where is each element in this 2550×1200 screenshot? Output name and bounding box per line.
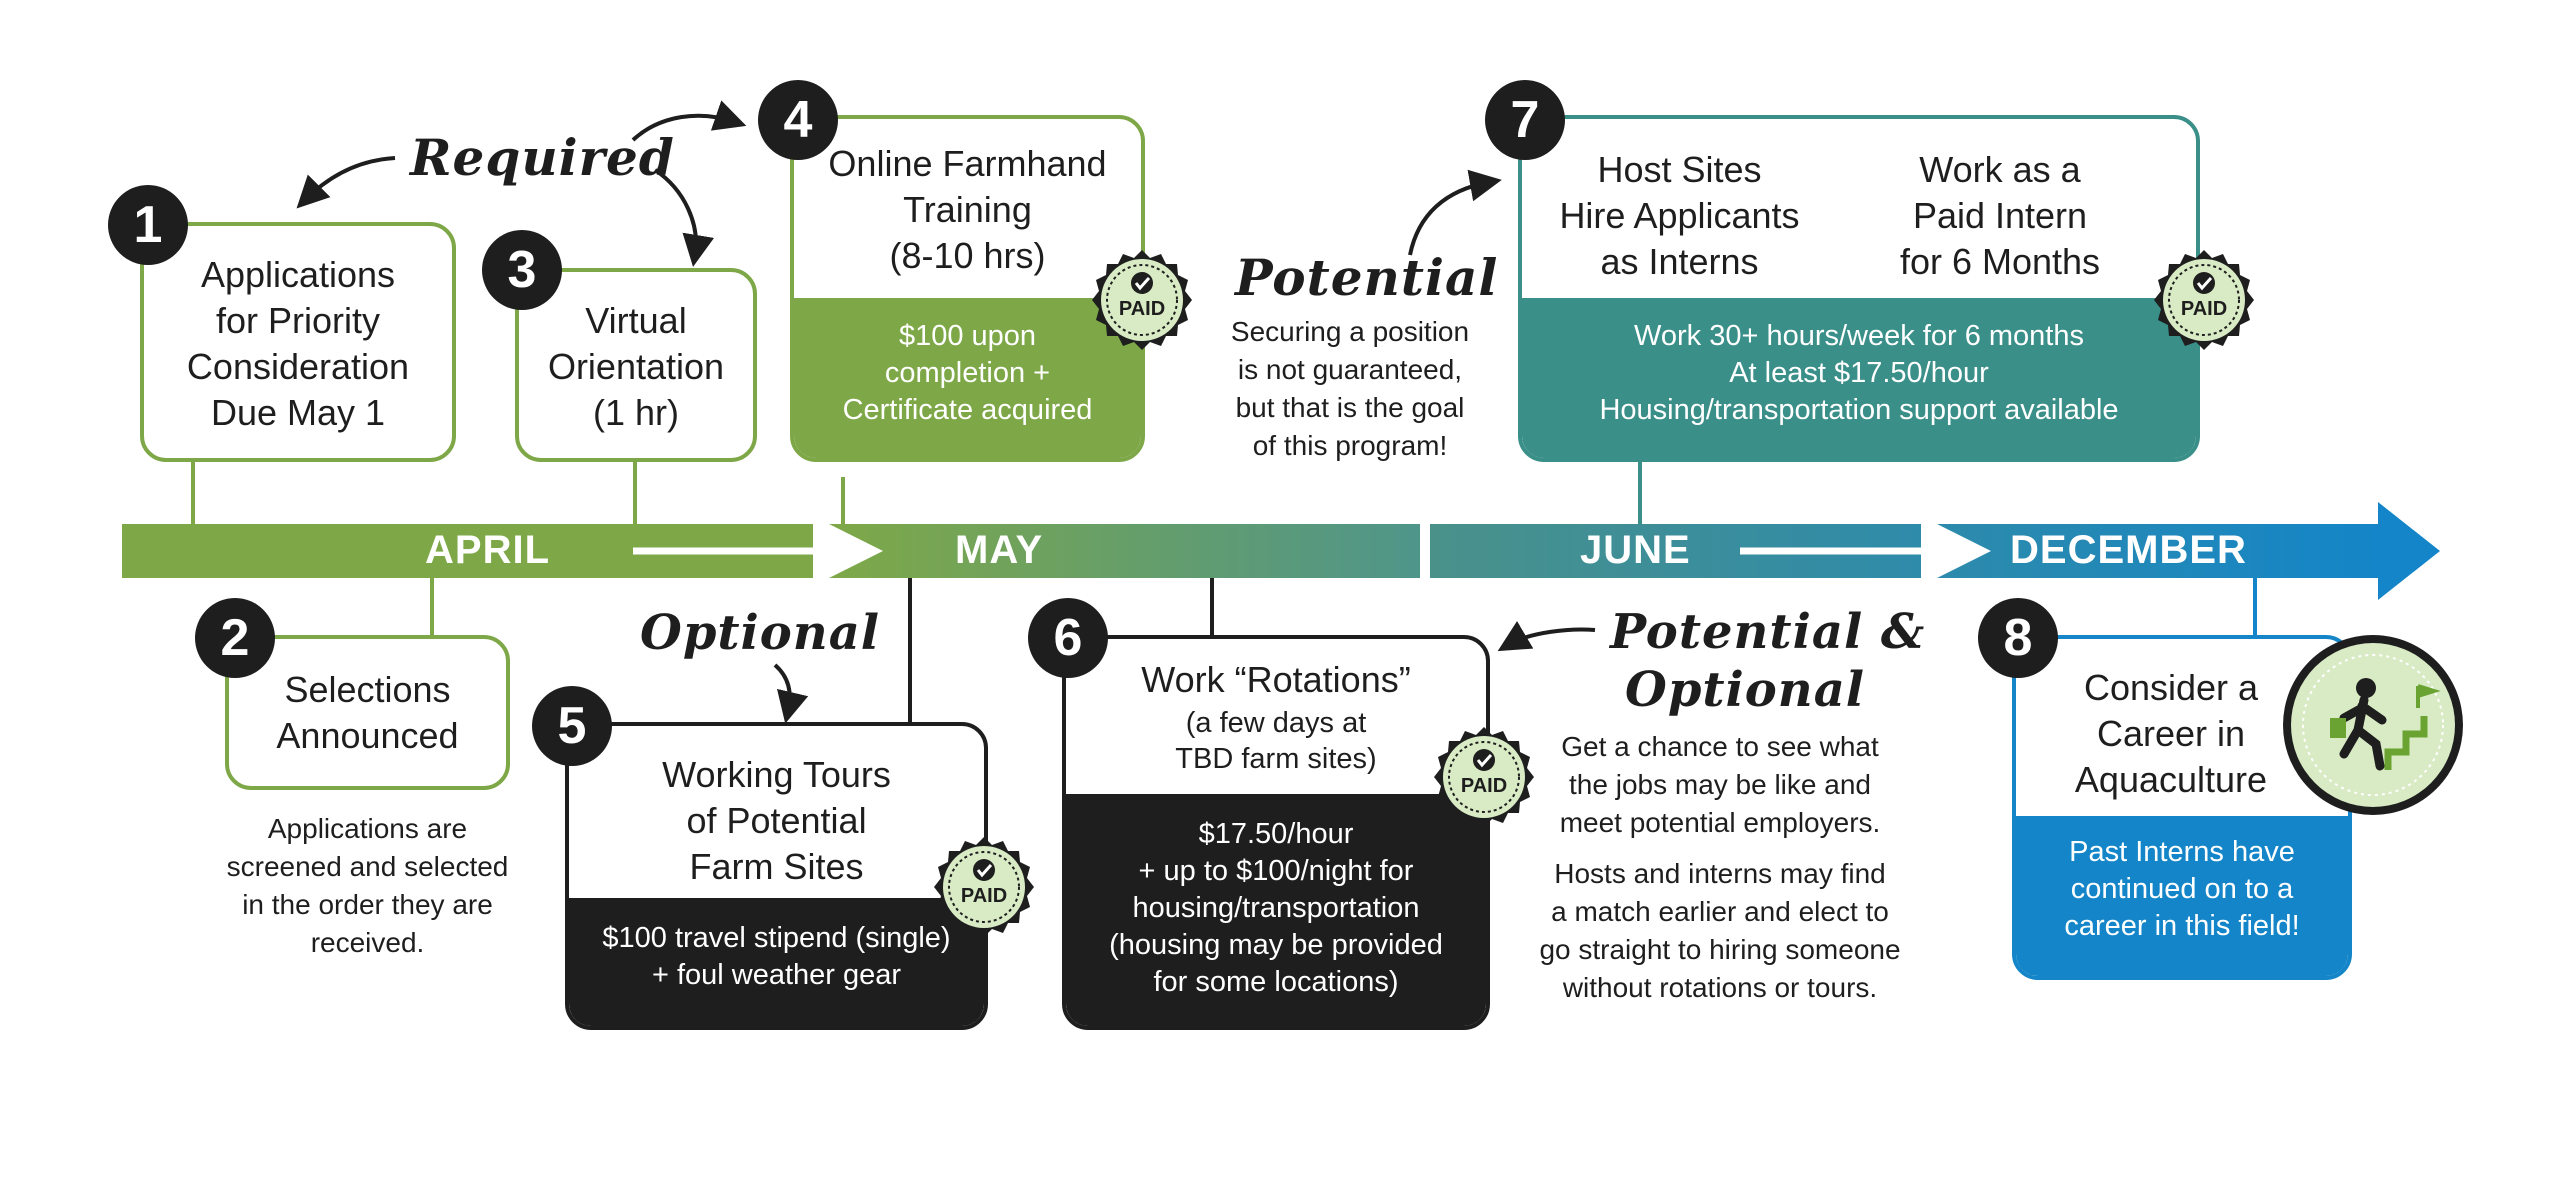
potential-optional-label-1: Potential &	[1610, 604, 1926, 660]
paid-badge-step-5: PAID	[934, 837, 1034, 937]
paid-badge-step-7: PAID	[2154, 250, 2254, 350]
required-label: Required	[410, 128, 675, 187]
step-2-number: 2	[195, 598, 275, 678]
required-arrow-up	[631, 100, 747, 142]
step-4-number: 4	[758, 80, 838, 160]
month-december: DECEMBER	[2010, 528, 2247, 572]
step-5-number: 5	[532, 686, 612, 766]
paid-badge-text: PAID	[961, 885, 1007, 907]
paid-badge-text: PAID	[2181, 298, 2227, 320]
step-3-number: 3	[482, 230, 562, 310]
paid-badge-step-6: PAID	[1434, 727, 1534, 827]
required-arrow-left	[296, 156, 396, 209]
potential-arrow	[1408, 169, 1502, 256]
potential-optional-arrow	[1497, 621, 1596, 652]
month-april: APRIL	[425, 528, 550, 572]
timeline-arrowhead	[2378, 502, 2440, 600]
potential-optional-label-2: Optional	[1625, 662, 1866, 718]
optional-label: Optional	[640, 605, 881, 661]
month-june: JUNE	[1580, 528, 1691, 572]
potential-label: Potential	[1235, 248, 1499, 307]
step-6-title: Work “Rotations”	[1141, 659, 1411, 700]
paid-badge-step-4: PAID	[1092, 250, 1192, 350]
step-1-number: 1	[108, 185, 188, 265]
step-6-number: 6	[1028, 598, 1108, 678]
paid-badge-text: PAID	[1119, 298, 1165, 320]
required-arrow-down	[653, 168, 715, 267]
month-may: MAY	[955, 528, 1044, 572]
career-climb-icon	[2283, 635, 2463, 815]
step-7-number: 7	[1485, 80, 1565, 160]
step-8-number: 8	[1978, 598, 2058, 678]
step-5-band: $100 travel stipend (single)+ foul weath…	[569, 898, 984, 1026]
optional-arrow	[773, 663, 809, 724]
paid-badge-text: PAID	[1461, 775, 1507, 797]
